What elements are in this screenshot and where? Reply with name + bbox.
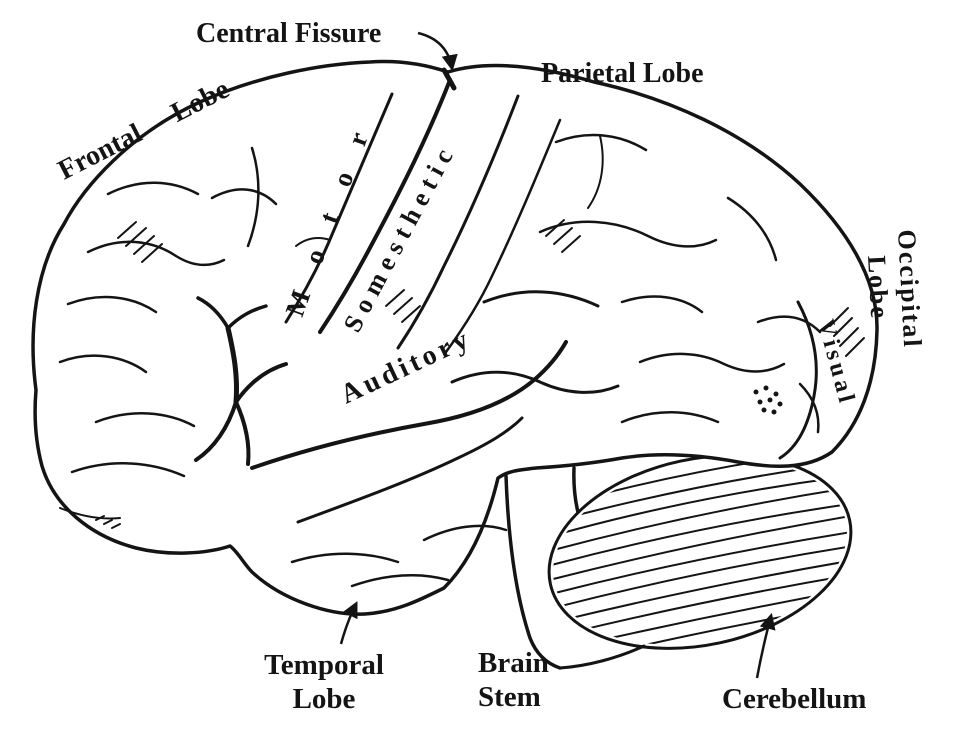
hatching-marks: [95, 219, 865, 529]
cerebrum-sulci: [58, 67, 822, 588]
cerebellum-arrow: [755, 612, 776, 679]
branched-sulcus: [194, 296, 288, 466]
label-brain-stem-line2: Stem: [478, 681, 541, 713]
label-temporal-lobe-line1: Temporal: [264, 649, 384, 681]
label-cerebellum: Cerebellum: [722, 683, 866, 715]
label-brain-stem-line1: Brain: [478, 647, 549, 679]
temporal-lobe-arrow: [339, 601, 358, 645]
lateral-fissure-line: [250, 340, 568, 470]
label-temporal-lobe-line2: Lobe: [293, 683, 356, 715]
label-central-fissure: Central Fissure: [196, 18, 381, 49]
label-occipital-lobe-line1: Occipital: [892, 229, 927, 349]
label-occipital-lobe-line2: Lobe: [862, 255, 894, 321]
central-fissure-arrow: [417, 31, 458, 72]
visual-area-boundary: [778, 300, 818, 460]
label-parietal-lobe: Parietal Lobe: [541, 58, 704, 89]
central-fissure-line: [318, 78, 452, 334]
cerebellum-shape: [541, 450, 857, 670]
brain-stem-bottom-edge: [558, 644, 646, 670]
